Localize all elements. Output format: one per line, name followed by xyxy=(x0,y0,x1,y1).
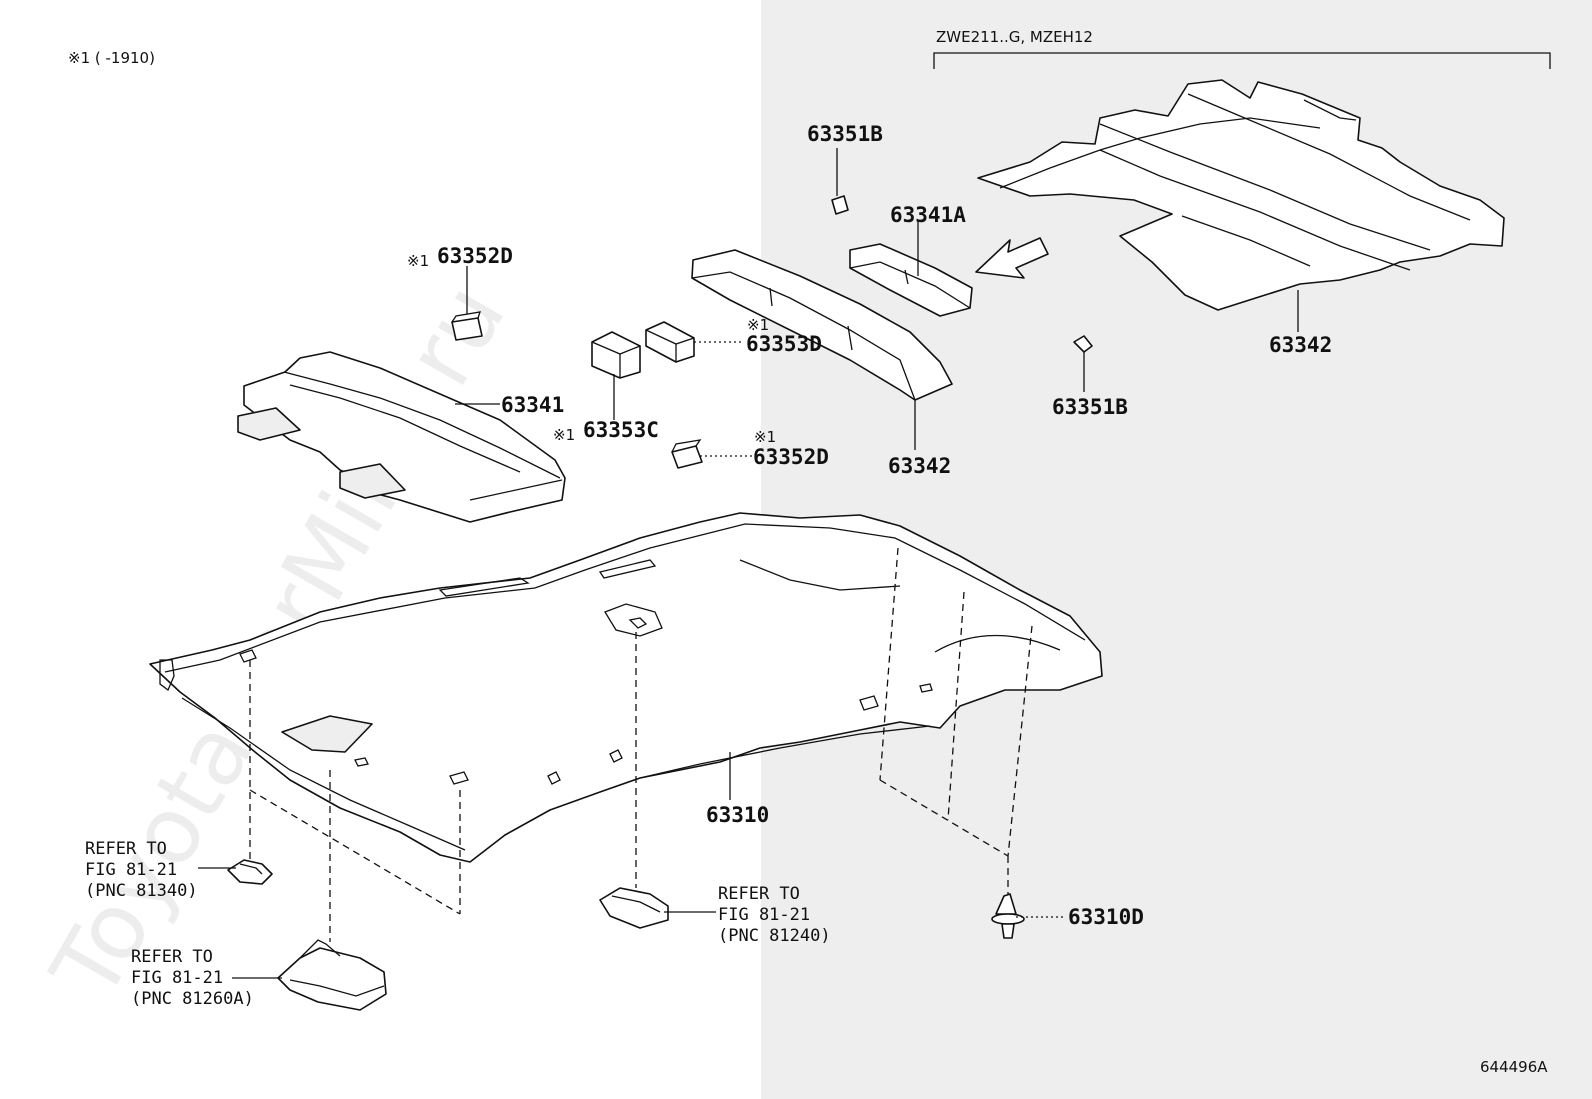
reference-line: REFER TO xyxy=(131,947,213,967)
block-63352d-low[interactable] xyxy=(671,439,703,469)
lamp-81260a[interactable] xyxy=(277,939,387,1011)
reference-note-81340: REFER TO FIG 81-21 (PNC 81340) xyxy=(85,839,198,901)
figure-code: 644496A xyxy=(1480,1058,1548,1076)
block-63352d-top[interactable] xyxy=(451,311,483,341)
callout-63341a: 63341A xyxy=(890,203,966,227)
reference-line: FIG 81-21 xyxy=(131,968,223,988)
reference-line: (PNC 81340) xyxy=(85,881,198,901)
variant-label: ZWE211..G, MZEH12 xyxy=(936,28,1093,46)
callout-63341: 63341 xyxy=(501,393,564,417)
variant-bracket: ZWE211..G, MZEH12 xyxy=(933,28,1551,69)
callout-63342-right: 63342 xyxy=(1269,333,1332,357)
footnote-range: ※1 ( -1910) xyxy=(68,49,155,67)
part-number: 63351B xyxy=(1052,395,1128,419)
part-number: 63341 xyxy=(501,393,564,417)
pad-63342-middle[interactable] xyxy=(691,249,953,401)
part-number: 63352D xyxy=(437,244,513,268)
callout-63351b-top: 63351B xyxy=(807,122,883,146)
leader-lines xyxy=(198,148,1299,979)
reference-line: FIG 81-21 xyxy=(718,905,810,925)
footnote-mark: ※1 xyxy=(754,428,776,446)
callout-63352d-top: ※1 63352D xyxy=(407,244,513,270)
callout-63342-middle: 63342 xyxy=(888,454,951,478)
callout-63353d: ※1 63353D xyxy=(746,316,822,356)
callout-63310d: 63310D xyxy=(1068,905,1144,929)
reference-note-81240: REFER TO FIG 81-21 (PNC 81240) xyxy=(718,884,831,946)
block-63353c[interactable] xyxy=(591,331,641,379)
direction-arrow-icon xyxy=(975,237,1049,279)
reference-line: REFER TO xyxy=(85,839,167,859)
reference-line: (PNC 81240) xyxy=(718,926,831,946)
part-number: 63352D xyxy=(753,445,829,469)
part-number: 63351B xyxy=(807,122,883,146)
reference-line: (PNC 81260A) xyxy=(131,989,254,1009)
reference-note-81260a: REFER TO FIG 81-21 (PNC 81260A) xyxy=(131,947,254,1009)
footnote-mark: ※1 xyxy=(407,252,429,270)
assembly-lines xyxy=(249,547,1033,942)
pad-63341[interactable] xyxy=(237,351,566,523)
clip-63310d[interactable] xyxy=(991,893,1025,939)
part-number: 63342 xyxy=(1269,333,1332,357)
pad-63342-right[interactable] xyxy=(977,79,1505,311)
reference-line: REFER TO xyxy=(718,884,800,904)
callout-63351b-low: 63351B xyxy=(1052,395,1128,419)
callout-63353c: ※1 63353C xyxy=(553,418,659,444)
lamp-81340[interactable] xyxy=(227,859,273,885)
part-number: 63353D xyxy=(746,332,822,356)
part-number: 63310 xyxy=(706,803,769,827)
block-63351b-low[interactable] xyxy=(1073,335,1093,353)
footnote-mark: ※1 xyxy=(747,316,769,334)
block-63351b-top[interactable] xyxy=(831,195,849,215)
part-number: 63341A xyxy=(890,203,966,227)
reference-line: FIG 81-21 xyxy=(85,860,177,880)
part-number: 63342 xyxy=(888,454,951,478)
part-number: 63353C xyxy=(583,418,659,442)
block-63353d[interactable] xyxy=(645,321,695,363)
part-number: 63310D xyxy=(1068,905,1144,929)
callout-63352d-low: ※1 63352D xyxy=(753,428,829,469)
footnote-mark: ※1 xyxy=(553,426,575,444)
callout-63310: 63310 xyxy=(706,803,769,827)
lamp-81240[interactable] xyxy=(599,887,669,929)
pad-63341a[interactable] xyxy=(849,243,973,317)
